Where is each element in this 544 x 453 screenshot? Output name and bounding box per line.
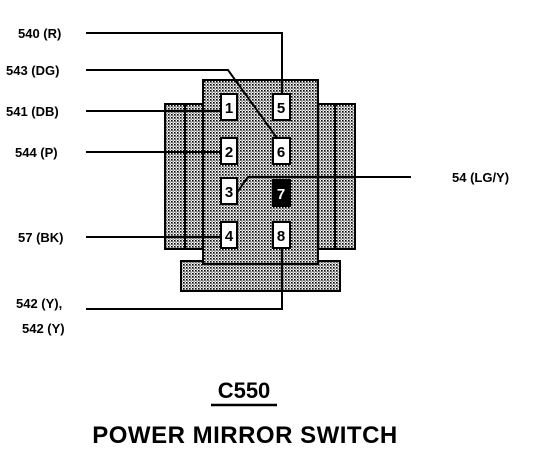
wire-label-540: 540 (R) [18,26,61,41]
wire-label-54: 54 (LG/Y) [452,170,509,185]
wire-542 [86,247,283,310]
connector-name: POWER MIRROR SWITCH [92,422,397,448]
wire-label-542-first: 542 (Y), [16,296,62,311]
wire-543 [86,69,279,140]
pin-number: 1 [225,100,233,117]
pin-cavity-5: 5 [272,93,291,121]
pin-number: 6 [277,144,285,161]
wire-label-542-second: 542 (Y) [22,321,65,336]
pin-number: 3 [225,184,233,201]
pin-number: 4 [225,228,234,245]
pin-cavity-6: 6 [272,137,291,165]
pin-cavity-7: 7 [272,179,291,207]
wire-label-544: 544 (P) [15,145,58,160]
pin-cavity-1: 1 [220,93,238,121]
pin-cavity-8: 8 [272,221,291,249]
wire-label-57: 57 (BK) [18,230,64,245]
pin-number: 7 [277,186,285,203]
pin-cavity-3: 3 [220,177,238,205]
pin-number: 8 [277,228,285,245]
pin-number: 5 [277,100,285,117]
pin-cavity-4: 4 [220,221,238,249]
housing-bottom-tab [180,260,341,292]
wire-label-541: 541 (DB) [6,104,59,119]
connector-id: C550 [218,378,271,403]
wire-label-543: 543 (DG) [6,63,59,78]
pin-cavity-2: 2 [220,137,238,165]
pin-number: 2 [225,144,233,161]
wire-54 [236,176,411,193]
wire-540 [86,32,283,95]
